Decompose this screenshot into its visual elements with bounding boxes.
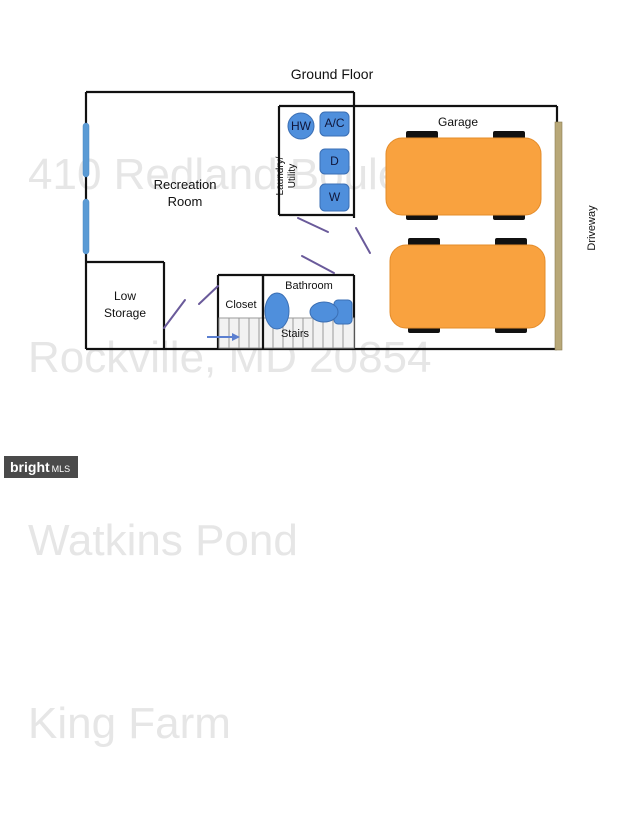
toilet-icon [309,299,353,325]
low-storage-door [163,299,186,329]
ac-label: A/C [324,116,345,130]
floor-plan-drawing [82,90,563,351]
hot-water-heater-icon [287,112,315,140]
driveway-strip [554,121,563,351]
room-label-low-storage: Low Storage [103,289,147,320]
sink-icon [264,292,290,330]
door-swings [163,217,371,329]
watermark-line-subdivision: Watkins Pond [28,516,298,565]
tire [495,238,527,246]
washer-icon [319,183,350,212]
mls-text: MLS [51,464,71,474]
tire [493,131,525,139]
tire [408,238,440,246]
washer-label: W [328,190,341,204]
closet-door [198,285,219,305]
car-bottom [389,238,546,333]
window-upper [82,122,90,178]
car-body [389,244,546,329]
laundry-door [297,217,329,233]
room-label-garage: Garage [437,115,479,129]
bathroom-door [301,255,335,274]
tire [406,131,438,139]
room-label-bathroom: Bathroom [285,280,333,292]
bright-brand-text: bright [10,459,50,475]
watermark-line-city: Rockville, MD 20854 [28,333,432,382]
garage-door [355,227,371,254]
window-lower [82,198,90,255]
room-label-laundry: Laundry/ Utility [275,156,298,196]
room-label-closet: Closet [225,299,257,311]
room-label-stairs: Stairs [280,328,310,340]
ac-unit-icon [319,111,350,137]
watermark-line-community: King Farm [28,699,231,748]
floor-title: Ground Floor [290,66,374,82]
stairs-arrow-icon [207,333,240,341]
room-label-driveway: Driveway [586,205,598,251]
room-label-recreation: Recreation Room [153,177,217,209]
car-top [385,131,542,220]
dryer-icon [319,148,350,175]
car-body [385,137,542,216]
hot-water-label: HW [291,119,311,133]
dryer-label: D [330,154,339,168]
